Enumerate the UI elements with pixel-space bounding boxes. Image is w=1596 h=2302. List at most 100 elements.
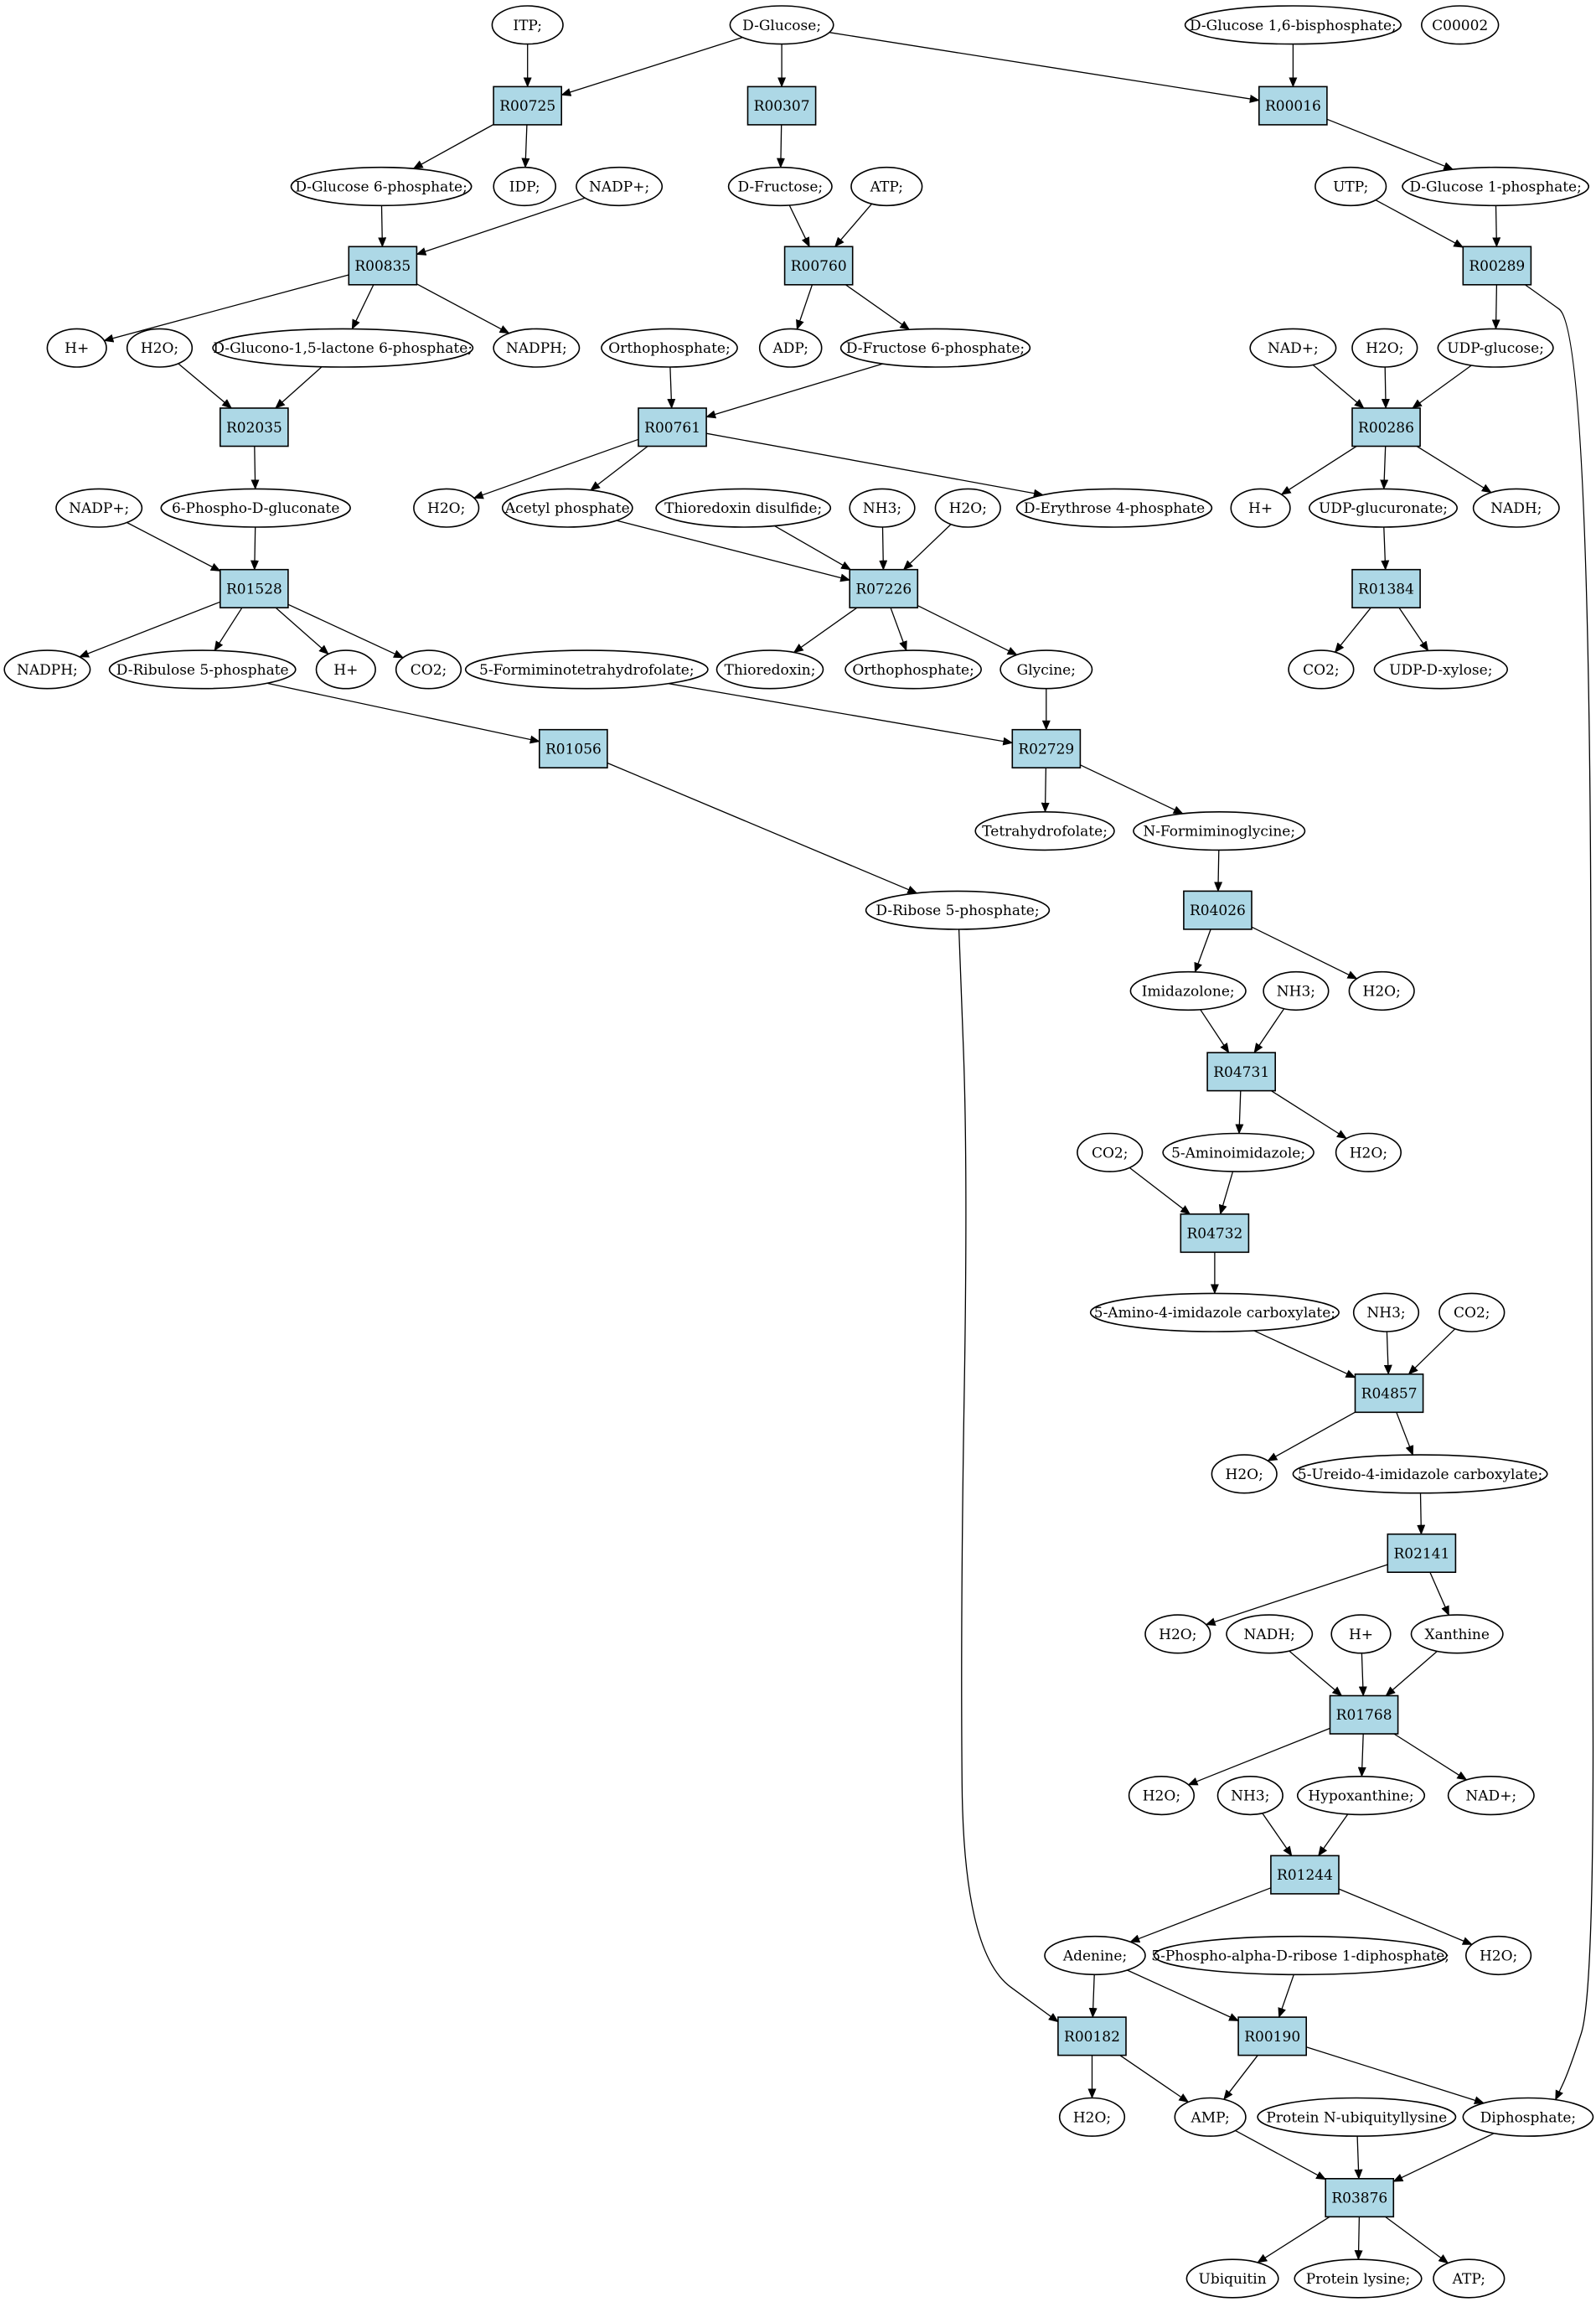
edge-imid-to-r04731 [1200, 1009, 1230, 1053]
compound-node-thf[interactable]: Tetrahydrofolate; [974, 810, 1115, 851]
compound-node-nh3a[interactable]: NH3; [849, 488, 916, 528]
compound-node-thiodis[interactable]: Thioredoxin disulfide; [655, 488, 832, 528]
compound-node-udpglc[interactable]: UDP-glucose; [1437, 328, 1554, 368]
compound-node-co2c[interactable]: CO2; [1077, 1132, 1144, 1172]
compound-node-atp2[interactable]: ATP; [1433, 2258, 1506, 2299]
reaction-node-r00016[interactable]: R00016 [1258, 85, 1328, 126]
compound-node-nadp2[interactable]: NADP+; [55, 488, 143, 528]
reaction-node-r01768[interactable]: R01768 [1329, 1694, 1399, 1735]
compound-node-df6p[interactable]: D-Fructose 6-phosphate; [839, 328, 1031, 368]
reaction-box [1325, 2178, 1395, 2218]
compound-node-hypox[interactable]: Hypoxanthine; [1296, 1776, 1426, 1816]
compound-node-adp[interactable]: ADP; [758, 328, 823, 368]
compound-node-adenine[interactable]: Adenine; [1044, 1935, 1146, 1976]
reaction-node-r00725[interactable]: R00725 [493, 85, 562, 126]
compound-node-uicarb[interactable]: 5-Ureido-4-imidazole carboxylate; [1292, 1454, 1548, 1494]
compound-node-dg1p[interactable]: D-Glucose 1-phosphate; [1402, 166, 1589, 207]
compound-node-nadh2[interactable]: NADH; [1226, 1614, 1314, 1654]
compound-node-h2o9[interactable]: H2O; [1128, 1776, 1195, 1816]
compound-node-fthf[interactable]: 5-Formiminotetrahydrofolate; [464, 649, 709, 690]
reaction-node-r00182[interactable]: R00182 [1057, 2016, 1127, 2056]
compound-node-udpgluc[interactable]: UDP-glucuronate; [1309, 488, 1459, 528]
compound-node-pgluconate[interactable]: 6-Phospho-D-gluconate [160, 488, 351, 528]
compound-node-nadph1[interactable]: NADPH; [493, 328, 581, 368]
compound-node-h2o4[interactable]: H2O; [934, 488, 1001, 528]
reaction-node-r01384[interactable]: R01384 [1351, 568, 1421, 609]
compound-node-glycine[interactable]: Glycine; [999, 649, 1093, 690]
compound-node-h2o11[interactable]: H2O; [1058, 2097, 1126, 2137]
compound-node-dg16bp[interactable]: D-Glucose 1,6-bisphosphate; [1184, 5, 1402, 45]
reaction-node-r01528[interactable]: R01528 [219, 568, 289, 609]
compound-node-h2[interactable]: H+ [1230, 488, 1291, 528]
compound-node-nh3b[interactable]: NH3; [1263, 970, 1330, 1011]
compound-node-nadp1[interactable]: NADP+; [576, 166, 664, 207]
compound-node-nad2[interactable]: NAD+; [1447, 1776, 1535, 1816]
compound-node-acetylp[interactable]: Acetyl phosphate [501, 488, 633, 528]
compound-node-h3[interactable]: H+ [315, 649, 376, 690]
compound-node-ortho2[interactable]: Orthophosphate; [844, 649, 982, 690]
compound-node-prpp[interactable]: 5-Phospho-alpha-D-ribose 1-diphosphate; [1151, 1935, 1449, 1976]
compound-node-h1[interactable]: H+ [46, 328, 107, 368]
compound-node-idp[interactable]: IDP; [493, 166, 557, 207]
compound-node-co2a[interactable]: CO2; [395, 649, 462, 690]
reaction-node-r03876[interactable]: R03876 [1325, 2178, 1395, 2218]
compound-node-h2o7[interactable]: H2O; [1211, 1454, 1278, 1494]
compound-node-nadph2[interactable]: NADPH; [3, 649, 91, 690]
reaction-node-r00760[interactable]: R00760 [783, 246, 854, 286]
compound-node-udpxyl[interactable]: UDP-D-xylose; [1373, 649, 1509, 690]
compound-node-co2d[interactable]: CO2; [1438, 1292, 1506, 1332]
compound-node-nadh1[interactable]: NADH; [1472, 488, 1560, 528]
compound-node-itp[interactable]: ITP; [491, 5, 564, 45]
compound-node-dfructose[interactable]: D-Fructose; [727, 166, 833, 207]
compound-node-dr5p[interactable]: D-Ribulose 5-phosphate [108, 649, 297, 690]
reaction-node-r02035[interactable]: R02035 [219, 407, 289, 447]
compound-node-xanthine[interactable]: Xanthine [1410, 1614, 1504, 1654]
compound-node-imid[interactable]: Imidazolone; [1129, 970, 1247, 1011]
compound-node-thio[interactable]: Thioredoxin; [715, 649, 824, 690]
compound-node-h2o2[interactable]: H2O; [1351, 328, 1418, 368]
reaction-node-r00286[interactable]: R00286 [1351, 407, 1421, 447]
reaction-node-r00835[interactable]: R00835 [348, 246, 418, 286]
reaction-node-r02141[interactable]: R02141 [1387, 1533, 1457, 1573]
compound-node-h2o3[interactable]: H2O; [413, 488, 480, 528]
compound-node-nfg[interactable]: N-Formiminoglycine; [1133, 810, 1306, 851]
reaction-node-r00289[interactable]: R00289 [1462, 246, 1532, 286]
compound-node-dg6p[interactable]: D-Glucose 6-phosphate; [290, 166, 473, 207]
compound-node-h4[interactable]: H+ [1330, 1614, 1392, 1654]
reaction-node-r04026[interactable]: R04026 [1183, 890, 1253, 930]
compound-node-h2o5[interactable]: H2O; [1348, 970, 1415, 1011]
compound-node-h2o6[interactable]: H2O; [1335, 1132, 1402, 1172]
reaction-node-r00307[interactable]: R00307 [746, 85, 817, 126]
compound-node-dglucono[interactable]: D-Glucono-1,5-lactone 6-phosphate; [212, 328, 474, 368]
compound-node-nad1[interactable]: NAD+; [1249, 328, 1337, 368]
reaction-node-r00761[interactable]: R00761 [638, 407, 707, 447]
compound-node-utp[interactable]: UTP; [1315, 166, 1387, 207]
compound-node-aicarb[interactable]: 5-Amino-4-imidazole carboxylate; [1089, 1292, 1340, 1332]
compound-node-dribose5p[interactable]: D-Ribose 5-phosphate; [865, 890, 1051, 930]
reaction-node-r07226[interactable]: R07226 [849, 568, 919, 609]
compound-node-nh3d[interactable]: NH3; [1216, 1776, 1284, 1816]
reaction-node-r02729[interactable]: R02729 [1011, 728, 1082, 769]
reaction-node-r04857[interactable]: R04857 [1354, 1373, 1424, 1414]
compound-node-diphos[interactable]: Diphosphate; [1462, 2097, 1594, 2137]
compound-node-ortho1[interactable]: Orthophosphate; [601, 328, 738, 368]
compound-node-aminoimid[interactable]: 5-Aminoimidazole; [1162, 1132, 1315, 1172]
compound-node-h2o8[interactable]: H2O; [1144, 1614, 1211, 1654]
compound-node-h2o1[interactable]: H2O; [126, 328, 194, 368]
compound-node-c00002[interactable]: C00002 [1420, 5, 1500, 45]
compound-node-nh3c[interactable]: NH3; [1352, 1292, 1420, 1332]
reaction-node-r04732[interactable]: R04732 [1180, 1213, 1250, 1254]
compound-node-h2o10[interactable]: H2O; [1464, 1935, 1532, 1976]
reaction-node-r01244[interactable]: R01244 [1270, 1855, 1340, 1895]
compound-node-de4p[interactable]: D-Erythrose 4-phosphate [1015, 488, 1213, 528]
compound-node-dglucose[interactable]: D-Glucose; [729, 5, 834, 45]
compound-node-amp[interactable]: AMP; [1174, 2097, 1247, 2137]
compound-node-pnub[interactable]: Protein N-ubiquityllysine [1257, 2097, 1457, 2137]
reaction-node-r00190[interactable]: R00190 [1237, 2016, 1307, 2056]
compound-node-atp1[interactable]: ATP; [850, 166, 923, 207]
compound-node-plys[interactable]: Protein lysine; [1294, 2258, 1423, 2299]
compound-node-ubiquitin[interactable]: Ubiquitin [1185, 2258, 1279, 2299]
compound-node-co2b[interactable]: CO2; [1288, 649, 1355, 690]
reaction-node-r01056[interactable]: R01056 [538, 728, 608, 769]
reaction-node-r04731[interactable]: R04731 [1206, 1052, 1276, 1092]
